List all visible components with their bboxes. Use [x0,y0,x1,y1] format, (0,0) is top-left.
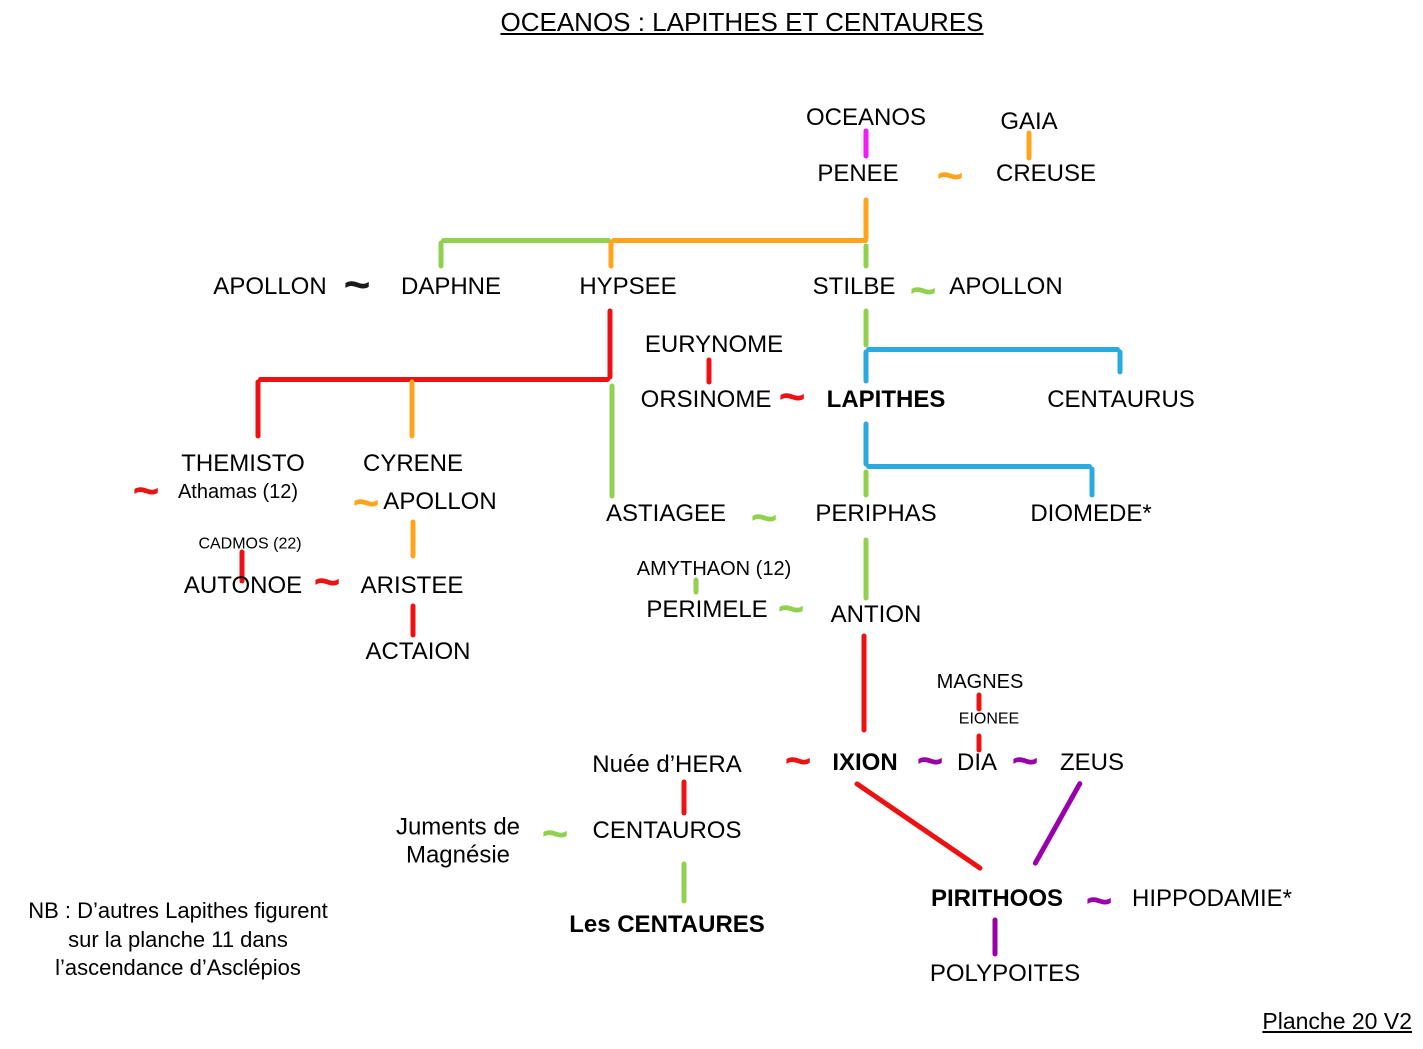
connector-line-orange-24 [410,519,416,558]
node-diomede: DIOMEDE* [1030,499,1152,527]
connector-line-orange-6 [608,240,614,268]
node-athamas: Athamas (12) [177,481,299,504]
nb-note-line-3: l’ascendance d’Asclépios [55,955,301,980]
union-tilde-icon-purple-13: ~ [1085,874,1113,927]
node-centaurus: CENTAURUS [1047,385,1195,413]
node-hypsee: HYPSEE [579,272,677,300]
node-cyrene: CYRENE [362,449,464,477]
node-juments-de-magnesie: Juments de Magnésie [395,813,521,869]
node-aristee: ARISTEE [360,571,464,599]
union-tilde-icon-green-2: ~ [909,264,937,317]
connector-line-red-27 [861,633,867,732]
connector-line-red-26 [410,603,416,637]
node-astiagee: ASTIAGEE [605,499,727,527]
node-eionee: EIONEE [958,710,1020,728]
connector-line-green-4 [441,237,611,243]
node-daphne: DAPHNE [400,272,502,300]
node-apollon-daphne: APOLLON [213,272,327,300]
node-nuee-d-hera: Nuée d’HERA [592,750,742,778]
node-pirithoos: PIRITHOOS [930,884,1064,912]
connector-line-purple-34 [1031,779,1084,867]
node-autonoe: AUTONOE [183,571,303,599]
node-ixion: IXION [832,748,898,776]
node-les-centaures: Les CENTAURES [569,910,765,938]
node-stilbe: STILBE [812,272,896,300]
union-tilde-icon-red-3: ~ [778,370,806,423]
node-themisto: THEMISTO [181,449,305,477]
node-actaion: ACTAION [365,637,471,665]
node-lapithes: LAPITHES [826,385,946,413]
union-tilde-icon-green-12: ~ [541,807,569,860]
node-polypoites: POLYPOITES [929,959,1081,987]
union-tilde-icon-red-6: ~ [313,555,341,608]
plate-number: Planche 20 V2 [1262,1008,1412,1034]
node-magnes: MAGNES [936,671,1024,694]
connector-line-orange-3 [611,237,868,243]
node-periphas: PERIPHAS [815,499,937,527]
union-tilde-icon-green-7: ~ [750,491,778,544]
node-dia: DIA [956,748,998,776]
node-gaia: GAIA [1000,107,1058,135]
page-title: OCEANOS : LAPITHES ET CENTAURES [500,7,984,37]
connector-line-red-28 [976,692,982,711]
node-penee: PENEE [817,159,899,187]
connector-line-green-5 [438,240,444,268]
connector-line-orange-16 [409,379,415,438]
union-tilde-icon-purple-10: ~ [916,734,944,787]
union-tilde-icon-green-8: ~ [777,582,805,635]
node-orsinome: ORSINOME [640,385,772,413]
node-hippodamie: HIPPODAMIE* [1131,884,1293,912]
node-eurynome: EURYNOME [644,330,784,358]
node-oceanos: OCEANOS [805,103,927,131]
connector-line-purple-32 [992,917,998,956]
connector-line-red-30 [681,779,687,815]
node-perimele: PERIMELE [646,595,768,623]
connector-line-green-31 [681,861,687,903]
nb-note-line-1: NB : D’autres Lapithes figurent [28,898,328,923]
node-cadmos: CADMOS (22) [198,535,302,553]
connector-line-magenta-0 [863,128,869,158]
connector-line-blue-20 [1089,466,1095,497]
nb-note-line-2: sur la planche 11 dans [68,926,288,952]
connector-line-orange-2 [863,197,869,240]
union-tilde-icon-orange-5: ~ [352,476,380,529]
connector-line-blue-11 [1117,349,1123,374]
connector-line-red-33 [853,779,984,872]
connector-line-blue-18 [863,421,869,466]
union-tilde-icon-orange-0: ~ [936,149,964,202]
union-tilde-icon-purple-11: ~ [1011,734,1039,787]
union-tilde-icon-red-9: ~ [784,734,812,787]
node-amythaon: AMYTHAON (12) [636,558,792,581]
connector-line-red-15 [255,379,261,438]
node-apollon-stilbe: APOLLON [949,272,1063,300]
connector-line-red-13 [607,308,613,379]
union-tilde-icon-red-4: ~ [132,464,160,517]
connector-line-blue-9 [866,346,1120,352]
connector-line-blue-19 [866,463,1092,469]
connector-line-green-22 [863,537,869,600]
connector-line-blue-10 [863,349,869,383]
connector-line-green-7 [863,243,869,268]
connector-line-red-12 [706,357,712,384]
connector-line-green-21 [863,469,869,497]
node-centauros: CENTAUROS [592,816,742,844]
node-apollon-cyrene: APOLLON [383,487,497,515]
connector-line-green-17 [609,383,615,498]
node-creuse: CREUSE [995,159,1097,187]
node-zeus: ZEUS [1059,748,1125,776]
union-tilde-icon-black-1: ~ [343,258,371,311]
node-antion: ANTION [830,600,922,628]
nb-note: NB : D’autres Lapithes figurent sur la p… [10,897,346,983]
connector-line-red-14 [258,376,610,382]
connector-line-green-8 [863,308,869,347]
